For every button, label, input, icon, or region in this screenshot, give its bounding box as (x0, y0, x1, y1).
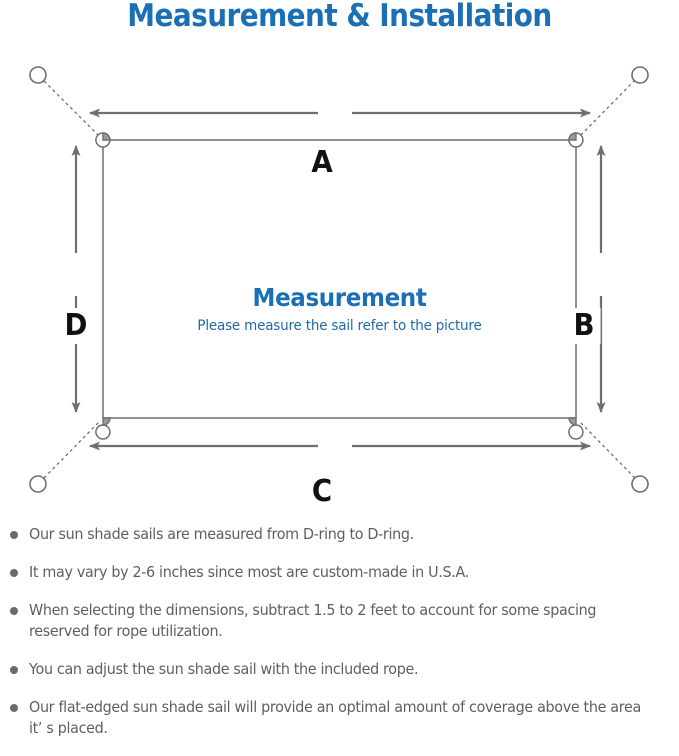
d-ring-bottom-right (568, 424, 584, 440)
page-title: Measurement & Installation (127, 0, 552, 34)
dotted-rope-line-bottom-right (579, 421, 636, 479)
note-text: Our flat-edged sun shade sail will provi… (29, 698, 641, 737)
d-ring-tab-bottom-left (102, 417, 111, 426)
bullet-icon (10, 569, 18, 577)
dotted-rope-line-top-right (579, 79, 636, 137)
dimension-label-a: A (301, 146, 343, 180)
d-ring-tab-top-left (102, 132, 111, 141)
d-ring-tab-top-right (568, 132, 577, 141)
note-text: Our sun shade sails are measured from D-… (29, 525, 414, 543)
list-item: It may vary by 2-6 inches since most are… (0, 562, 679, 583)
bullet-icon (10, 607, 18, 615)
sun-shade-sail-measurement-diagram: Measurement Please measure the sail refe… (0, 48, 679, 518)
bullet-icon (10, 531, 18, 539)
measurement-installation-page: Measurement & Installation (0, 0, 679, 737)
dimension-label-d: D (59, 308, 93, 344)
sail-rectangle (102, 139, 577, 419)
bullet-icon (10, 666, 18, 674)
note-text: When selecting the dimensions, subtract … (29, 601, 597, 640)
list-item: Our flat-edged sun shade sail will provi… (0, 697, 679, 739)
anchor-point-circle-bottom-left (29, 475, 47, 493)
dimension-label-c: C (301, 475, 343, 509)
notes-list: Our sun shade sails are measured from D-… (0, 524, 679, 756)
dotted-rope-line-bottom-left (43, 421, 100, 479)
bullet-icon (10, 704, 18, 712)
anchor-point-circle-group (29, 66, 649, 493)
dimension-arrow-group (71, 108, 606, 451)
anchor-point-circle-top-left (29, 66, 47, 84)
list-item: Our sun shade sails are measured from D-… (0, 524, 679, 545)
list-item: You can adjust the sun shade sail with t… (0, 659, 679, 680)
d-ring-bottom-left (95, 424, 111, 440)
d-ring-tab-bottom-right (568, 417, 577, 426)
dotted-rope-line-group (43, 79, 636, 479)
d-ring-fill-group (102, 132, 577, 426)
dimension-label-b: B (567, 308, 601, 344)
note-text: You can adjust the sun shade sail with t… (29, 660, 419, 678)
list-item: When selecting the dimensions, subtract … (0, 600, 679, 642)
note-text: It may vary by 2-6 inches since most are… (29, 563, 469, 581)
anchor-point-circle-bottom-right (631, 475, 649, 493)
anchor-point-circle-top-right (631, 66, 649, 84)
d-ring-group (95, 132, 584, 440)
dotted-rope-line-top-left (43, 80, 100, 137)
